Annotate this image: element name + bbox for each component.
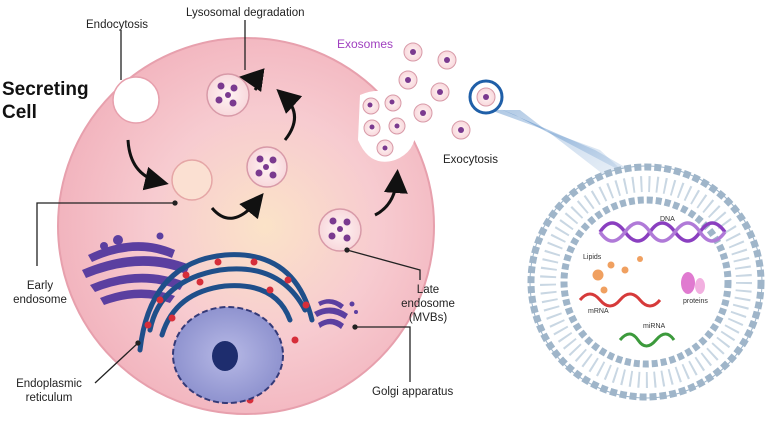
label-proteins: proteins [683, 298, 708, 305]
ribosomes [144, 258, 310, 404]
mvb-vesicle-1 [246, 146, 288, 188]
early-endosome-vesicle [171, 159, 213, 201]
late-endosome-vesicle [318, 208, 362, 252]
er-line2: reticulum [25, 392, 73, 404]
exocytosis-vesicles [362, 94, 406, 157]
er-line1: Endoplasmic [16, 378, 82, 390]
label-er: Endoplasmic reticulum [4, 377, 94, 405]
proteins-icon [681, 272, 705, 294]
label-dna: DNA [660, 216, 675, 223]
label-golgi: Golgi apparatus [372, 386, 454, 398]
label-mrna: mRNA [588, 308, 609, 315]
mirna-icon [618, 332, 676, 348]
title-line1: Secreting [2, 79, 89, 100]
title-line2: Cell [2, 102, 37, 123]
label-exosomes: Exosomes [337, 37, 394, 51]
label-early-endosome: Early endosome [10, 279, 70, 307]
exosome-bilayer [527, 163, 765, 401]
nucleus-icon [172, 306, 284, 404]
lipids-icon [592, 256, 643, 294]
leader-lines [36, 20, 421, 384]
lysosome-vesicle [206, 73, 250, 117]
label-late-endosome: Late endosome (MVBs) [398, 283, 458, 325]
label-exocytosis: Exocytosis [443, 154, 498, 166]
released-exosomes [398, 42, 471, 140]
cell-title: Secreting Cell [2, 78, 89, 124]
label-lysosomal-degradation: Lysosomal degradation [186, 7, 305, 19]
late-endosome-line2: endosome [401, 298, 455, 310]
late-endosome-line1: Late [416, 284, 440, 296]
late-endosome-line3: (MVBs) [408, 312, 448, 324]
arrows [126, 68, 408, 220]
early-endosome-line2: endosome [13, 294, 67, 306]
golgi-small [314, 299, 358, 329]
label-mirna: miRNA [643, 323, 666, 330]
endocytosis-pocket [112, 76, 160, 124]
early-endosome-line1: Early [26, 280, 54, 292]
highlighted-exosome [468, 79, 504, 115]
dna-icon [598, 221, 727, 243]
mrna-icon [578, 292, 662, 308]
label-endocytosis: Endocytosis [86, 19, 149, 31]
label-lipids: Lipids [583, 254, 602, 261]
endoplasmic-reticulum [137, 252, 315, 353]
